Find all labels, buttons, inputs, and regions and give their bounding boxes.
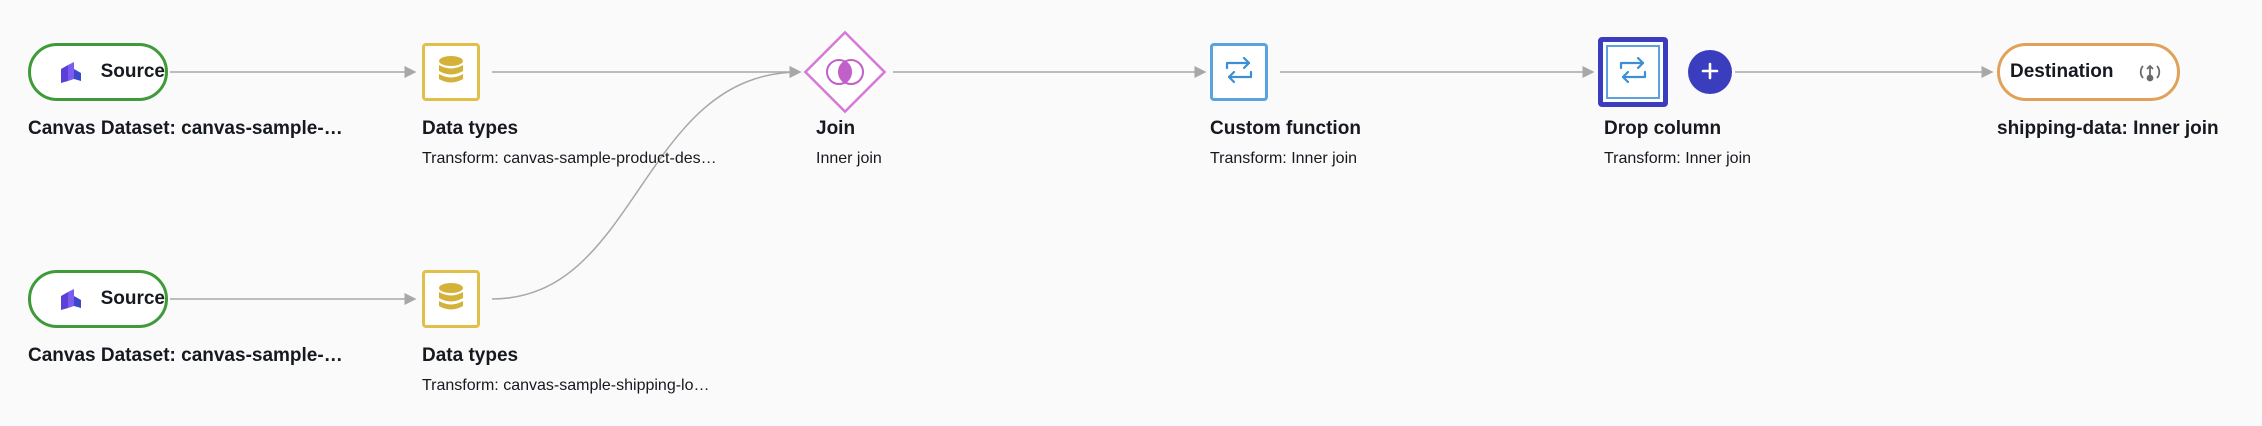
transform-icon [1223,56,1255,89]
source-title: Canvas Dataset: canvas-sample-… [28,118,343,139]
join-title: Join [816,118,856,139]
datatypes-node-2[interactable] [422,270,480,328]
source-title: Canvas Dataset: canvas-sample-… [28,345,343,366]
datatypes-subtitle: Transform: canvas-sample-product-des… [422,150,717,167]
datatypes-subtitle: Transform: canvas-sample-shipping-lo… [422,377,710,394]
drop-column-node[interactable] [1598,37,1668,107]
drop-column-subtitle: Transform: Inner join [1604,150,1752,167]
dataset-icon [55,55,87,89]
custom-function-subtitle: Transform: Inner join [1210,150,1358,167]
datatypes-title: Data types [422,345,519,366]
source-node-2[interactable]: Source [28,270,168,328]
datatypes-node-1[interactable] [422,43,480,101]
transform-icon [1617,56,1649,89]
source-label: Source [100,61,165,82]
custom-function-node[interactable] [1210,43,1268,101]
database-icon [437,282,465,317]
datatypes-title: Data types [422,118,519,139]
join-icon [826,59,864,85]
source-node-1[interactable]: Source [28,43,168,101]
database-icon [437,55,465,90]
join-node[interactable] [803,30,887,114]
edge-datatypes2-join [491,66,802,300]
drop-column-title: Drop column [1604,118,1722,139]
add-step-button[interactable] [1688,50,1732,94]
source-label: Source [100,288,165,309]
dataset-icon [55,282,87,316]
destination-icon [2135,57,2165,87]
plus-icon [1700,61,1720,84]
destination-label: Destination [2010,61,2114,82]
destination-node[interactable]: Destination [1997,43,2180,101]
destination-title: shipping-data: Inner join [1997,118,2219,139]
join-subtitle: Inner join [816,150,882,167]
custom-function-title: Custom function [1210,118,1361,139]
